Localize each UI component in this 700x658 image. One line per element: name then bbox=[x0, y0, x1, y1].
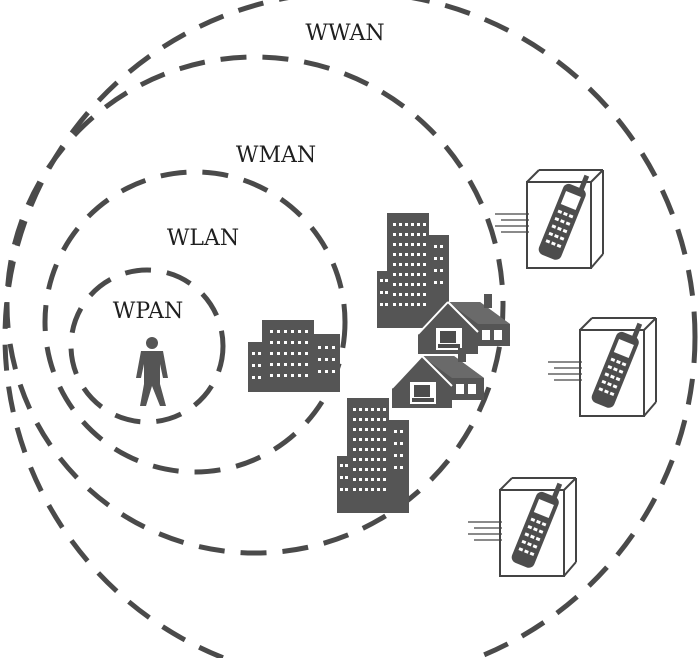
wlan-label: WLAN bbox=[167, 226, 239, 251]
wpan-ring bbox=[68, 267, 226, 425]
wman-ring bbox=[4, 54, 506, 556]
wwan-label: WWAN bbox=[305, 21, 384, 46]
skyscraper-icon bbox=[337, 398, 409, 513]
mobile-phone-in-moving-box-icon bbox=[494, 168, 604, 269]
skyscraper-icon bbox=[377, 213, 449, 328]
wpan-label: WPAN bbox=[113, 299, 184, 324]
person-icon bbox=[136, 337, 168, 406]
office-building-icon bbox=[248, 320, 340, 392]
wman-label: WMAN bbox=[236, 143, 316, 168]
house-with-computer-icon bbox=[391, 347, 485, 409]
wlan-ring bbox=[42, 169, 348, 475]
mobile-phone-in-moving-box-icon bbox=[547, 316, 657, 417]
mobile-phone-in-moving-box-icon bbox=[467, 476, 577, 577]
